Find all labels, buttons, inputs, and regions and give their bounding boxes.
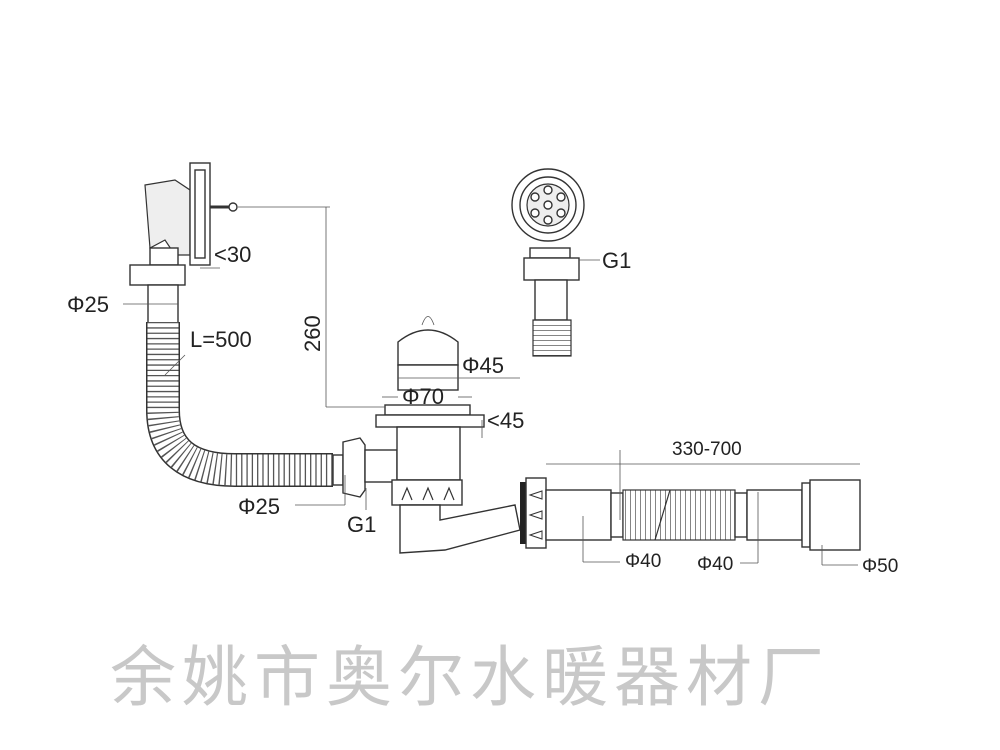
outlet-length-label: 330-700 [672,439,742,460]
height-label: 260 [300,315,325,352]
watermark: 余姚市奥尔水暖器材厂 [110,639,830,716]
grate-head [511,168,585,357]
drain-assembly [375,316,547,554]
outlet-pipe [545,479,861,551]
drain-flange-diameter-label: Φ70 [402,384,444,409]
dimension-lines [123,206,860,566]
stopper-diameter-label: Φ45 [462,353,504,378]
overflow-pipe-diameter-label: Φ25 [67,292,109,317]
overflow-head [144,162,238,266]
hose-length-label: L=500 [190,327,252,352]
hose-end-diameter-label: Φ25 [238,494,280,519]
hose-nut [342,437,366,498]
overflow-depth-label: <30 [214,242,251,267]
outlet-diameter-3-label: Φ50 [862,556,898,577]
nut-thread-label: G1 [347,512,376,537]
corrugated-hose [146,322,333,487]
outlet-diameter-2-label: Φ40 [697,554,733,575]
outlet-diameter-1-label: Φ40 [625,551,661,572]
flange-depth-label: <45 [487,408,524,433]
grate-thread-label: G1 [602,248,631,273]
overflow-nut [129,264,186,286]
